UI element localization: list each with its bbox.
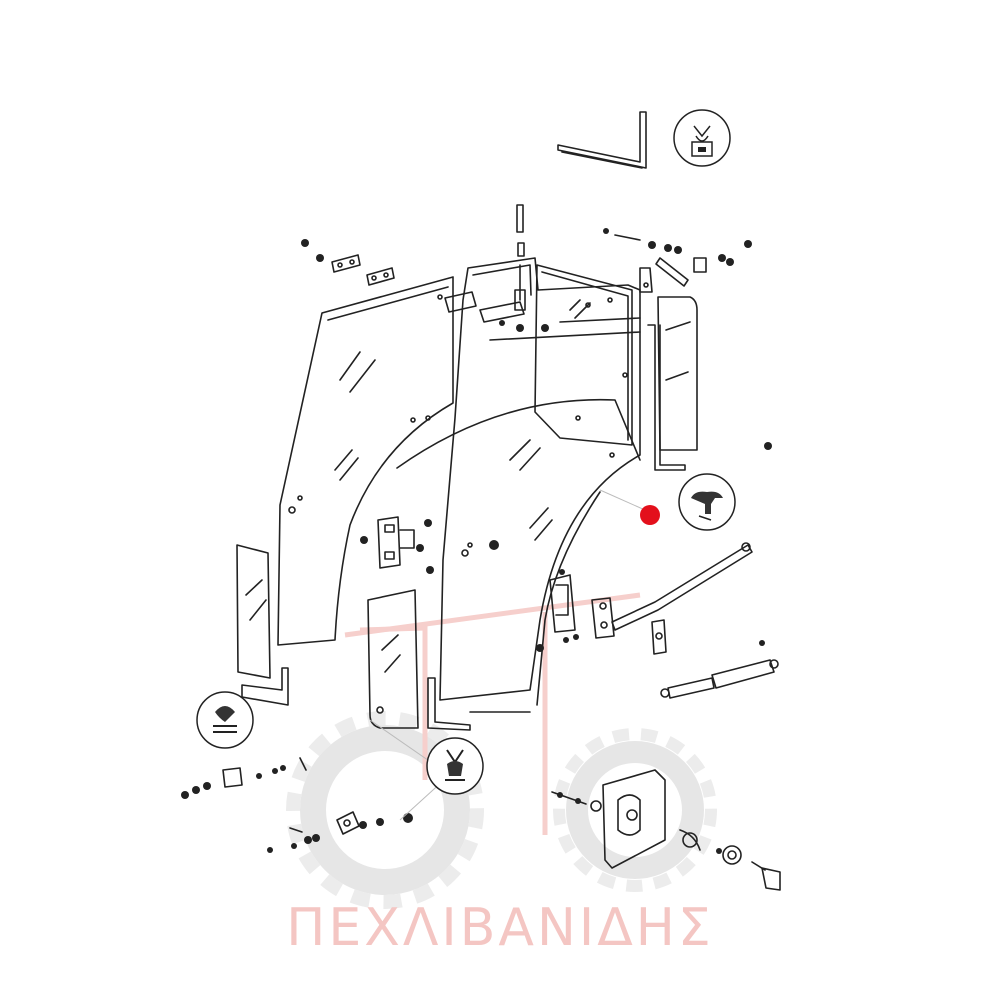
right-hardware-cluster [614,234,707,293]
left-rear-window [277,276,454,646]
striker-bracket [549,574,615,639]
right-rear-panel [647,296,698,471]
door-latch [377,516,415,569]
watermark-text: ΠΕΧΛΙΒΑΝΙΔΗΣ [286,898,714,958]
seal-profile-icon [673,109,731,167]
gas-strut [660,659,779,699]
gasket-profile-icon [678,473,736,531]
lock-assembly [551,769,781,891]
watermark-gear-right [553,728,717,892]
hinge-pin [516,204,525,301]
door-upper-frame [489,264,641,458]
fender-outline [396,398,641,706]
fasteners [181,228,772,854]
clip-seal-icon [196,691,254,749]
watermark-gear-left [286,711,484,909]
left-quarter-window [236,544,289,706]
top-seal-strip [557,111,647,169]
lower-hardware-row [222,757,360,835]
position-marker [640,505,660,525]
left-lower-glass [367,589,531,731]
top-hinges [331,254,526,323]
watermark-logo [286,592,717,909]
v-seal-icon [426,737,484,795]
door-glass [439,257,641,701]
watermark-letterform [344,592,641,835]
door-check-arm [611,542,753,655]
